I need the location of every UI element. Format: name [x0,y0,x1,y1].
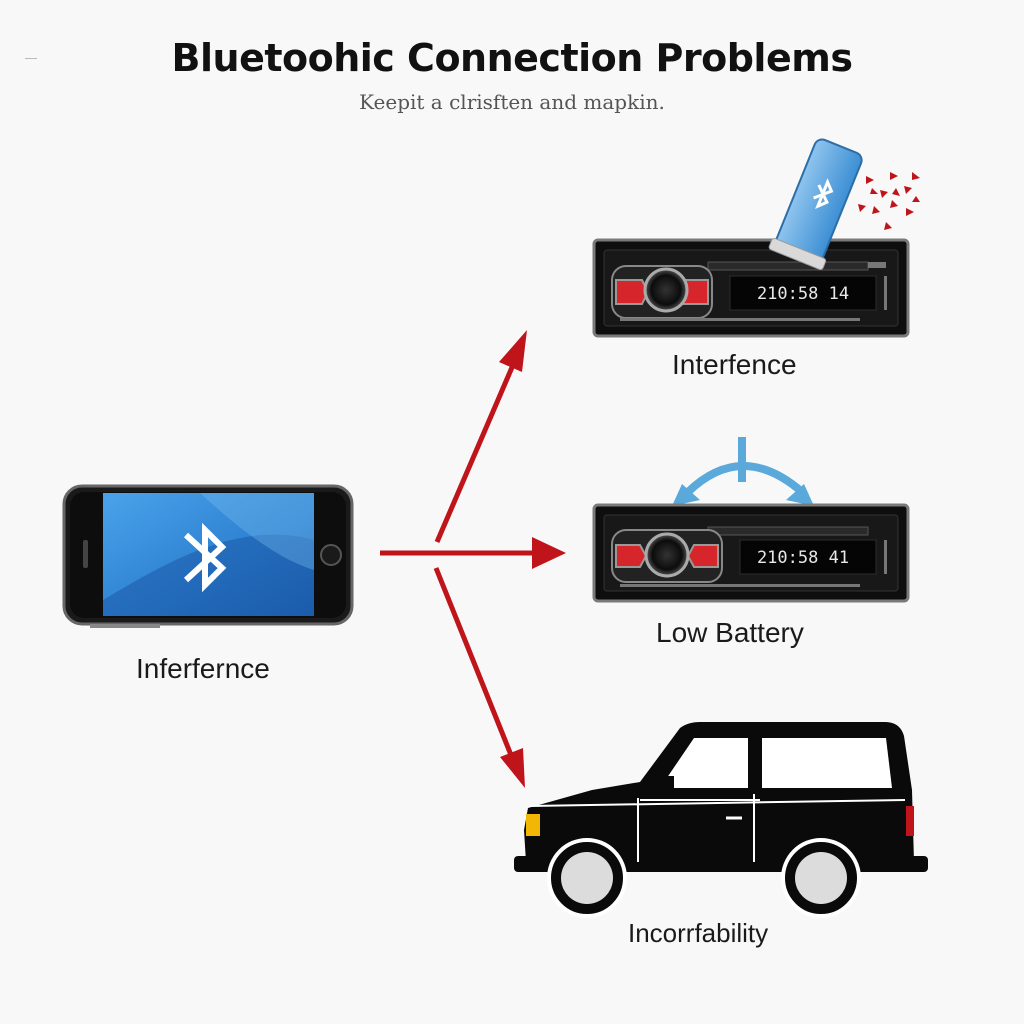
spark-icon [858,172,920,230]
arrows [380,330,566,788]
car-window-front [660,738,748,788]
radio-display-middle: 210:58 41 [757,548,849,568]
label-radio-middle: Low Battery [656,617,804,648]
battery-icon [768,138,863,271]
page-title: Bluetoohic Connection Problems [171,36,853,80]
car [514,722,928,918]
label-car: Incorrfability [628,918,769,948]
arrow-to-radio-middle [380,537,566,569]
car-window-rear [762,738,892,788]
bluetooth-icon [183,522,227,593]
car-headlight [526,814,540,836]
car-taillight [906,806,914,836]
car-radio-middle [592,503,910,603]
corner-mark [25,58,37,59]
car-radio-top [592,238,910,338]
smartphone [62,484,354,628]
radio-display-top: 210:58 14 [757,284,849,304]
radio-knob [643,267,689,313]
arrow-to-car [433,567,525,788]
arrow-to-radio-top [434,330,527,543]
radio-button-left [615,279,650,305]
signal-arc-icon [672,437,814,506]
label-phone: Inferfernce [136,653,270,684]
label-radio-top: Interfence [672,349,797,380]
page-subtitle: Keepit a clrisften and mapkin. [359,90,665,114]
